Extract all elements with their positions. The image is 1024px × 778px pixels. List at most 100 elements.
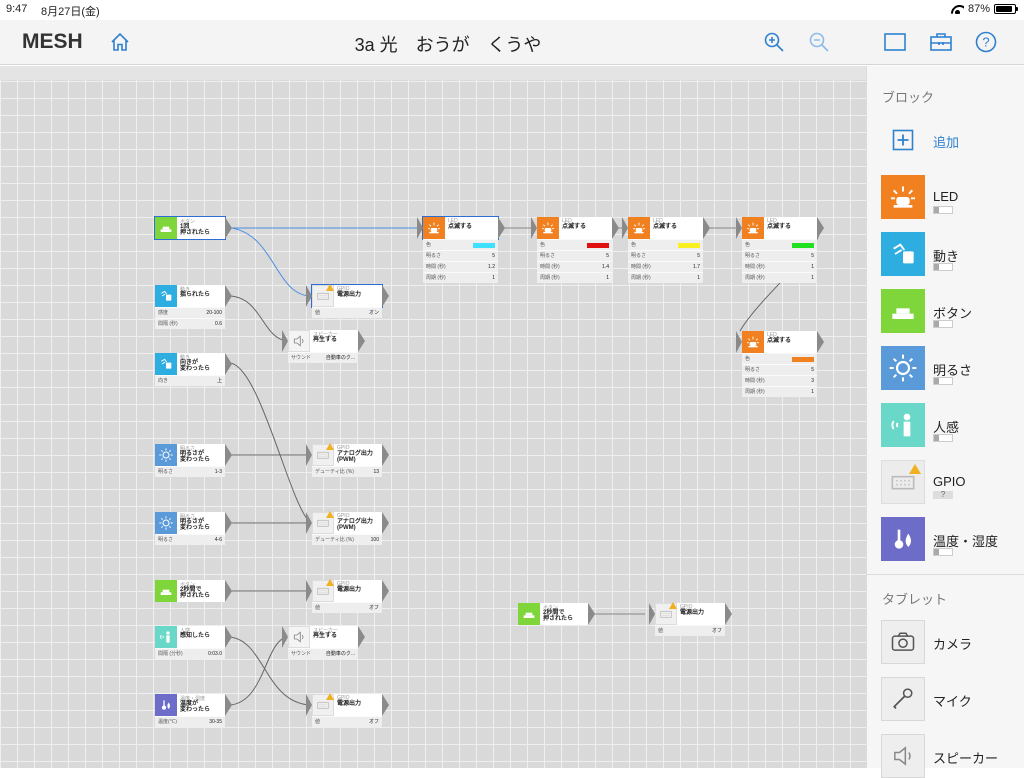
property-row[interactable]: 周期 (秒)1 [537, 272, 612, 283]
property-row[interactable]: デューティ比 (%)100 [312, 534, 382, 545]
add-block-button[interactable] [881, 118, 1001, 162]
output-connector[interactable] [382, 580, 389, 602]
output-connector[interactable] [498, 217, 505, 239]
output-connector[interactable] [382, 285, 389, 307]
input-connector[interactable] [282, 330, 288, 352]
block-properties[interactable]: サウンド自動車のク... [288, 648, 358, 659]
output-connector[interactable] [358, 330, 365, 352]
panel-toggle-button[interactable] [881, 28, 909, 56]
help-button[interactable]: ? [972, 28, 1000, 56]
tablet-item-speaker[interactable]: スピーカー [881, 734, 1021, 778]
trigger-block[interactable]: 人感感知したら間隔 (分秒)0:03.0 [155, 626, 232, 659]
property-row[interactable]: 時間 (秒)1.4 [537, 261, 612, 272]
property-row[interactable]: 色 [742, 239, 817, 250]
output-connector[interactable] [225, 694, 232, 716]
output-connector[interactable] [382, 694, 389, 716]
property-row[interactable]: 周期 (秒)1 [628, 272, 703, 283]
input-connector[interactable] [282, 626, 288, 648]
output-connector[interactable] [225, 444, 232, 466]
output-connector[interactable] [382, 444, 389, 466]
output-connector[interactable] [225, 217, 232, 239]
palette-item-motion[interactable]: 動き [881, 232, 1021, 276]
property-row[interactable]: 値オフ [312, 602, 382, 613]
output-connector[interactable] [612, 217, 619, 239]
palette-item-led[interactable]: LED [881, 175, 1021, 219]
property-row[interactable]: サウンド自動車のク... [288, 352, 358, 363]
property-row[interactable]: 値オフ [312, 716, 382, 727]
trigger-block[interactable]: 温度・湿度温度が変わったら温度(℃)30-35 [155, 694, 232, 727]
input-connector[interactable] [736, 331, 742, 353]
block-properties[interactable]: デューティ比 (%)100 [312, 534, 382, 545]
input-connector[interactable] [306, 444, 312, 466]
output-connector[interactable] [703, 217, 710, 239]
input-connector[interactable] [622, 217, 628, 239]
action-block[interactable]: スピーカー再生するサウンド自動車のク... [282, 330, 365, 363]
output-connector[interactable] [225, 353, 232, 375]
palette-item-gpio[interactable]: GPIO? [881, 460, 1021, 504]
tablet-item-camera[interactable]: カメラ [881, 620, 1021, 664]
block-properties[interactable]: 値オン [312, 307, 382, 318]
output-connector[interactable] [225, 285, 232, 307]
block-properties[interactable]: デューティ比 (%)13 [312, 466, 382, 477]
input-connector[interactable] [306, 694, 312, 716]
input-connector[interactable] [306, 580, 312, 602]
property-row[interactable]: 向き上 [155, 375, 225, 386]
palette-item-button[interactable]: ボタン [881, 289, 1021, 333]
output-connector[interactable] [817, 331, 824, 353]
property-row[interactable]: 値オフ [655, 625, 725, 636]
output-connector[interactable] [225, 626, 232, 648]
output-connector[interactable] [358, 626, 365, 648]
property-row[interactable]: 周期 (秒)1 [742, 272, 817, 283]
output-connector[interactable] [382, 512, 389, 534]
block-properties[interactable]: 値オフ [655, 625, 725, 636]
output-connector[interactable] [725, 603, 732, 625]
output-connector[interactable] [588, 603, 595, 625]
property-row[interactable]: 値オン [312, 307, 382, 318]
block-properties[interactable]: 値オフ [312, 716, 382, 727]
output-connector[interactable] [225, 580, 232, 602]
property-row[interactable]: 間隔 (秒)0.6 [155, 318, 225, 329]
toolbox-button[interactable] [927, 28, 955, 56]
tablet-item-mic[interactable]: マイク [881, 677, 1021, 721]
project-title[interactable]: 3a 光 おうが くうや [354, 35, 542, 55]
property-row[interactable]: 時間 (秒)3 [742, 375, 817, 386]
home-button[interactable] [106, 28, 134, 56]
zoom-in-button[interactable] [760, 28, 788, 56]
output-connector[interactable] [817, 217, 824, 239]
property-row[interactable]: 色 [423, 239, 498, 250]
output-connector[interactable] [225, 512, 232, 534]
property-row[interactable]: デューティ比 (%)13 [312, 466, 382, 477]
property-row[interactable]: 周期 (秒)1 [742, 386, 817, 397]
action-block[interactable]: スピーカー再生するサウンド自動車のク... [282, 626, 365, 659]
property-row[interactable]: 色 [628, 239, 703, 250]
property-row[interactable]: 間隔 (分秒)0:03.0 [155, 648, 225, 659]
property-row[interactable]: 温度(℃)30-35 [155, 716, 225, 727]
zoom-out-button[interactable] [805, 28, 833, 56]
palette-item-temperature[interactable]: 温度・湿度 [881, 517, 1021, 561]
